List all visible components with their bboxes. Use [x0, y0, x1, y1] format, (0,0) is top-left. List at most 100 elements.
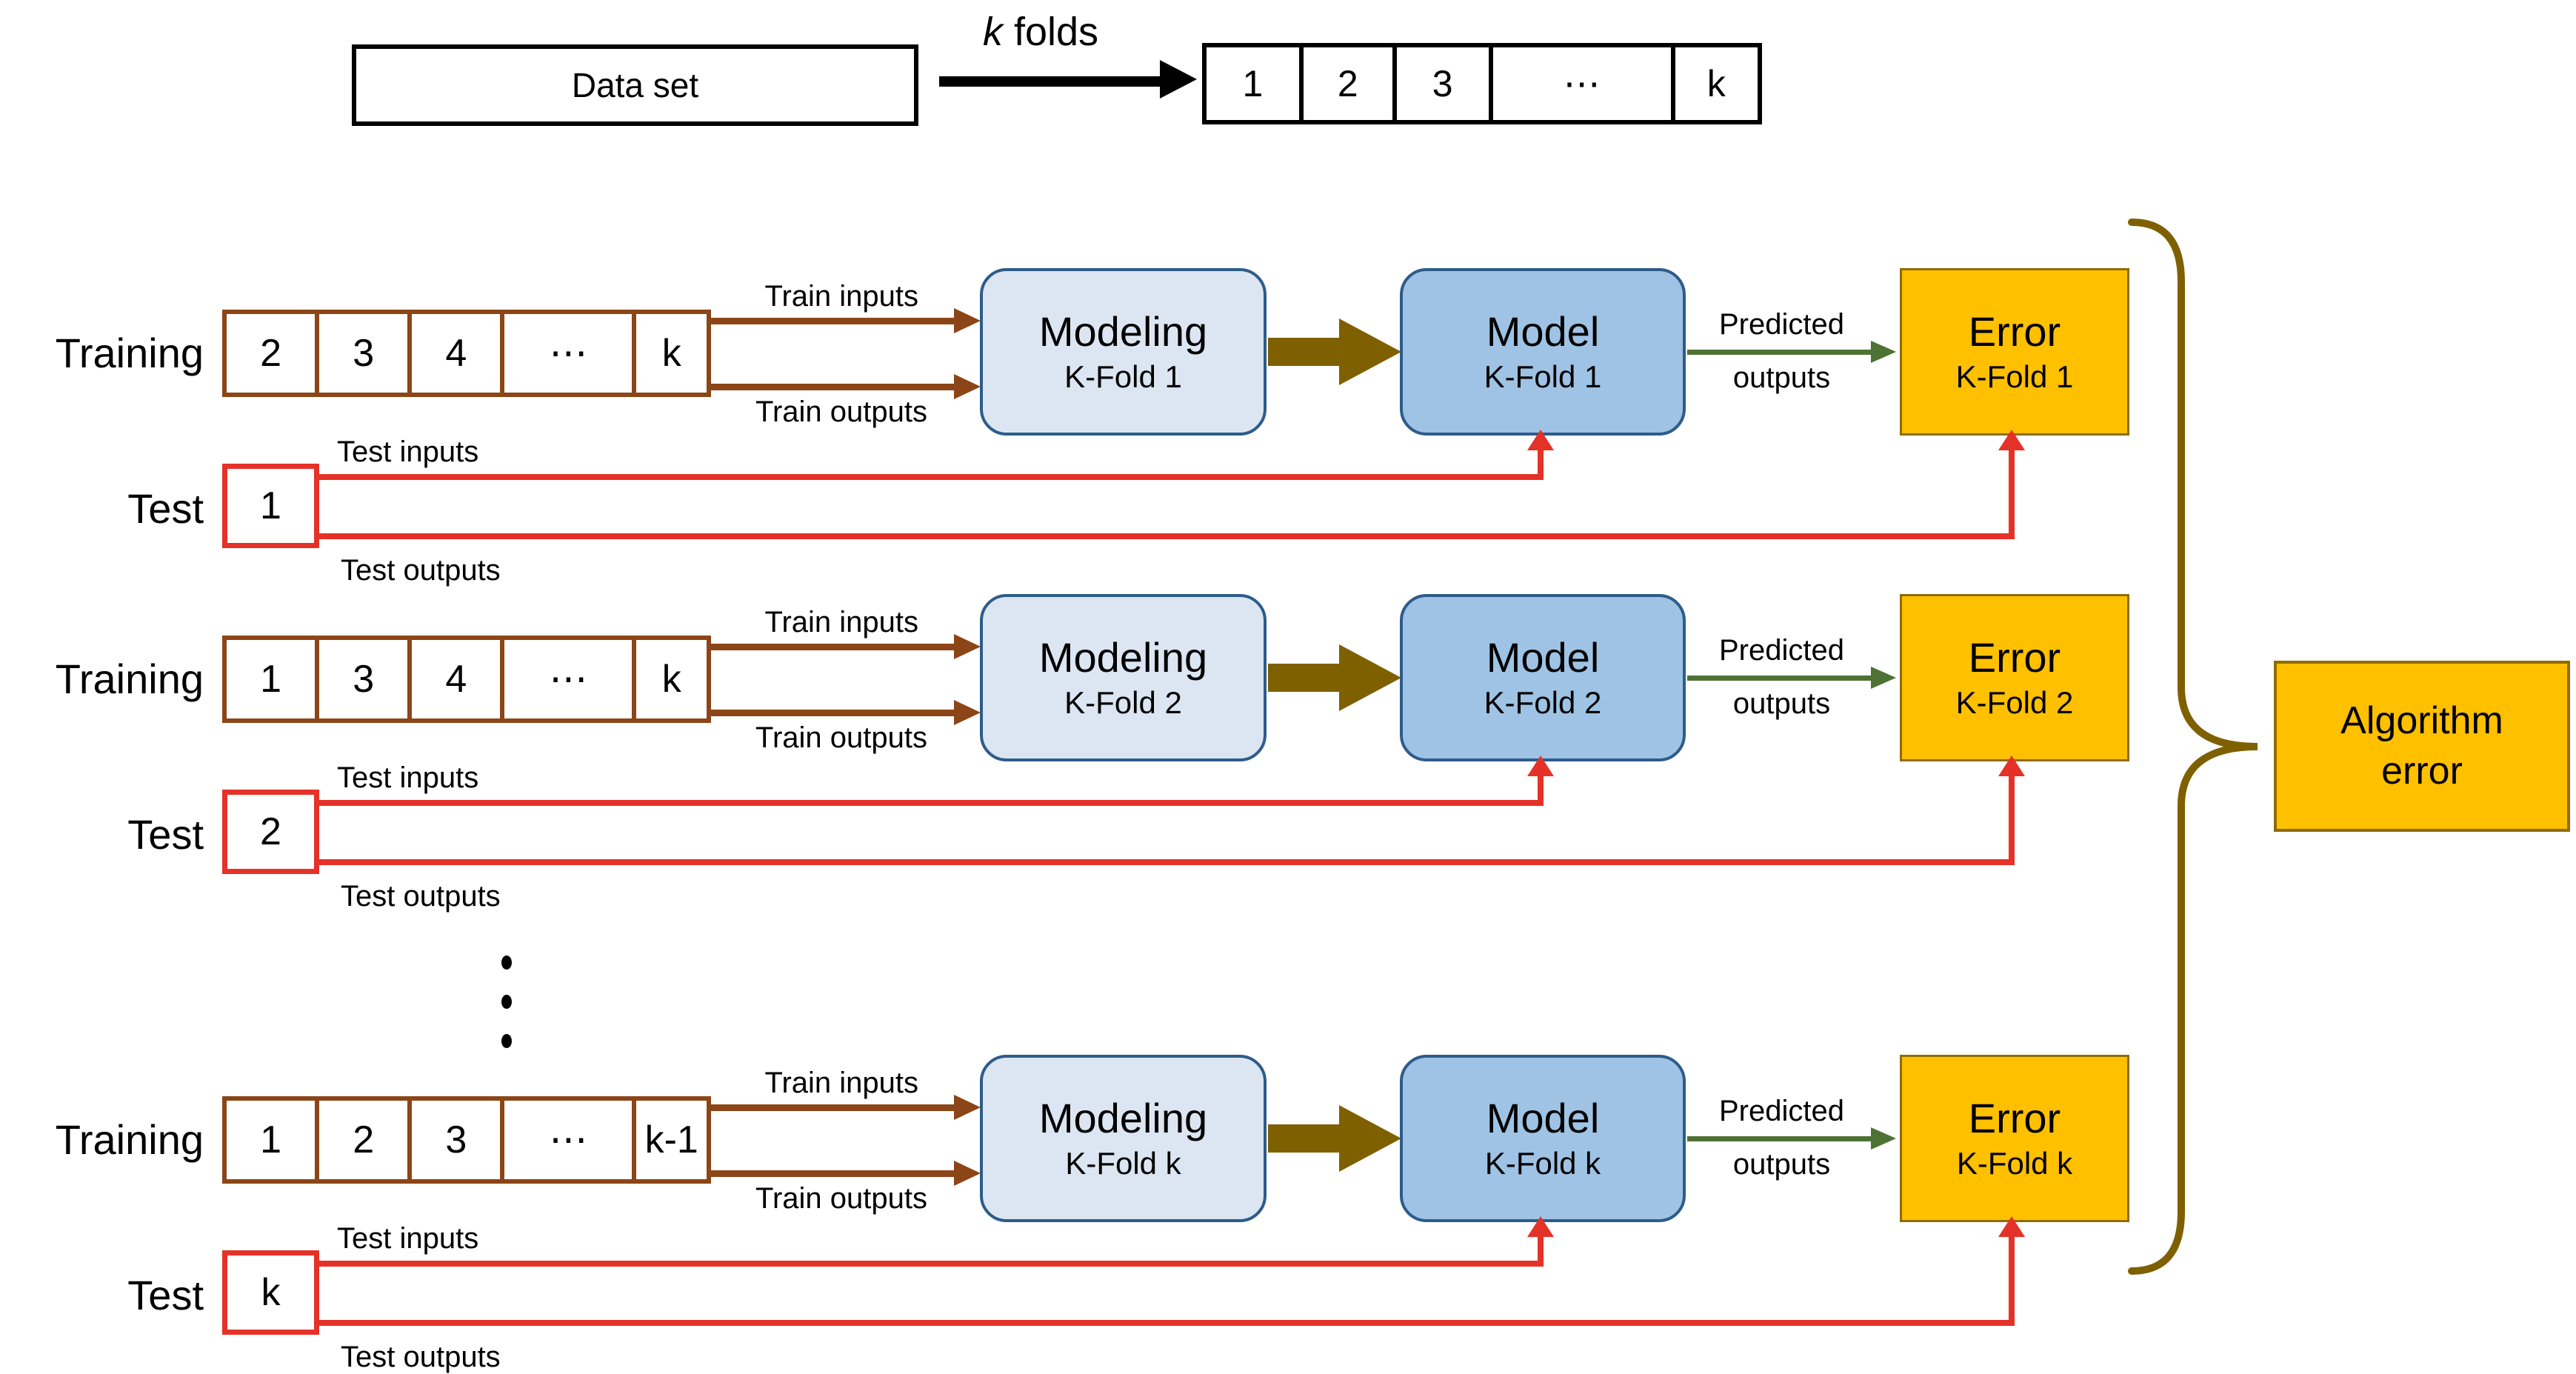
modeling-box: Modeling K-Fold 2 — [980, 594, 1267, 761]
test-inputs-line — [319, 1261, 1544, 1267]
modeling-title: Modeling — [1038, 308, 1208, 355]
training-cell-ellipsis: ⋯ — [500, 1101, 632, 1179]
k-folds-label: k folds — [918, 9, 1163, 55]
train-outputs-arrowhead-icon — [954, 374, 981, 399]
predicted-outputs-arrow — [1687, 1136, 1874, 1141]
algorithm-error-line1: Algorithm — [2340, 698, 2503, 742]
model-title: Model — [1486, 308, 1600, 355]
test-outputs-line-vertical — [2009, 449, 2015, 539]
test-inputs-line — [319, 800, 1544, 806]
test-outputs-line — [319, 1320, 2015, 1326]
error-kfold-label: K-Fold 2 — [1955, 685, 2074, 720]
modeling-to-model-arrow — [1268, 664, 1341, 692]
fold-cell: k — [1670, 47, 1758, 120]
curly-brace-icon — [2128, 219, 2258, 1275]
modeling-kfold-label: K-Fold 2 — [1064, 685, 1182, 720]
model-kfold-label: K-Fold k — [1484, 1146, 1601, 1181]
modeling-to-model-arrowhead-icon — [1339, 644, 1401, 711]
predicted-outputs-arrowhead-icon — [1871, 667, 1896, 689]
test-cell: 2 — [260, 810, 281, 853]
modeling-title: Modeling — [1038, 634, 1208, 681]
predicted-outputs-label-line2: outputs — [1732, 687, 1831, 720]
train-inputs-label: Train inputs — [764, 1067, 919, 1099]
test-cell: 1 — [260, 484, 281, 527]
fold-cell: 3 — [1392, 47, 1489, 120]
train-outputs-arrowhead-icon — [954, 700, 981, 725]
training-cell: k — [632, 314, 707, 393]
model-kfold-label: K-Fold 1 — [1484, 359, 1602, 394]
k-folds-label-rest: folds — [1013, 10, 1099, 54]
error-box: Error K-Fold k — [1900, 1055, 2129, 1222]
test-inputs-line-vertical — [1538, 449, 1544, 480]
test-label: Test — [127, 1272, 204, 1318]
fold-cell-ellipsis: ⋯ — [1488, 47, 1671, 120]
predicted-outputs-label-line1: Predicted — [1719, 1095, 1844, 1127]
modeling-kfold-label: K-Fold 1 — [1064, 359, 1182, 394]
training-strip: 2 3 4 ⋯ k — [222, 310, 711, 397]
predicted-outputs-arrowhead-icon — [1871, 1127, 1896, 1150]
model-title: Model — [1486, 634, 1600, 681]
training-cell: k — [632, 640, 707, 718]
modeling-to-model-arrowhead-icon — [1339, 1105, 1401, 1172]
train-inputs-arrow — [711, 1104, 957, 1111]
error-title: Error — [1968, 1095, 2061, 1141]
test-outputs-arrowhead-icon — [1998, 756, 2025, 776]
training-cell-ellipsis: ⋯ — [500, 314, 632, 393]
training-cell: 4 — [407, 314, 500, 393]
modeling-title: Modeling — [1038, 1095, 1208, 1141]
model-title: Model — [1486, 1095, 1600, 1141]
test-outputs-line-vertical — [2009, 775, 2015, 865]
train-inputs-arrowhead-icon — [954, 1095, 981, 1120]
test-inputs-line-vertical — [1538, 775, 1544, 806]
modeling-box: Modeling K-Fold k — [980, 1055, 1267, 1222]
test-inputs-arrowhead-icon — [1527, 1216, 1554, 1237]
training-label: Training — [55, 330, 204, 376]
training-cell: 1 — [260, 1118, 282, 1161]
ellipsis-dot — [501, 956, 512, 970]
algorithm-error-line2: error — [2381, 749, 2463, 793]
fold-cell: 2 — [1298, 47, 1392, 120]
training-cell: 4 — [407, 640, 500, 718]
ellipsis-dot — [501, 1034, 512, 1048]
ellipsis-dot — [501, 995, 512, 1009]
modeling-to-model-arrowhead-icon — [1339, 319, 1401, 385]
predicted-outputs-arrow — [1687, 350, 1874, 355]
model-box: Model K-Fold 2 — [1400, 594, 1686, 761]
train-outputs-label: Train outputs — [755, 721, 927, 754]
train-outputs-arrow — [711, 384, 957, 390]
test-inputs-label: Test inputs — [337, 1222, 479, 1255]
train-outputs-label: Train outputs — [755, 1182, 927, 1215]
train-inputs-arrow — [711, 318, 957, 324]
training-cell-ellipsis: ⋯ — [500, 640, 632, 718]
fold-strip: 1 2 3 ⋯ k — [1202, 43, 1762, 124]
train-outputs-arrowhead-icon — [954, 1161, 981, 1186]
error-kfold-label: K-Fold k — [1956, 1146, 2073, 1181]
training-cell: 2 — [260, 332, 282, 375]
model-box: Model K-Fold 1 — [1400, 268, 1686, 436]
train-outputs-arrow — [711, 1170, 957, 1177]
predicted-outputs-label-line1: Predicted — [1719, 634, 1844, 667]
model-box: Model K-Fold k — [1400, 1055, 1686, 1222]
train-inputs-arrowhead-icon — [954, 308, 981, 333]
train-inputs-arrowhead-icon — [954, 634, 981, 659]
training-cell: 2 — [315, 1101, 407, 1179]
train-inputs-arrow — [711, 644, 957, 650]
test-box: 1 — [222, 464, 319, 548]
predicted-outputs-arrowhead-icon — [1871, 341, 1896, 363]
test-outputs-line — [319, 859, 2015, 865]
test-box: 2 — [222, 790, 319, 874]
predicted-outputs-label-line2: outputs — [1732, 361, 1831, 394]
training-cell: 3 — [407, 1101, 500, 1179]
error-kfold-label: K-Fold 1 — [1955, 359, 2074, 394]
test-outputs-label: Test outputs — [341, 880, 501, 913]
training-cell: 1 — [260, 658, 282, 701]
test-inputs-label: Test inputs — [337, 761, 479, 794]
training-cell: 3 — [315, 640, 407, 718]
train-outputs-label: Train outputs — [755, 396, 927, 428]
modeling-to-model-arrow — [1268, 1124, 1341, 1153]
k-folds-label-k: k — [982, 10, 1003, 54]
train-inputs-label: Train inputs — [764, 280, 919, 313]
predicted-outputs-arrow — [1687, 676, 1874, 681]
error-box: Error K-Fold 2 — [1900, 594, 2129, 761]
